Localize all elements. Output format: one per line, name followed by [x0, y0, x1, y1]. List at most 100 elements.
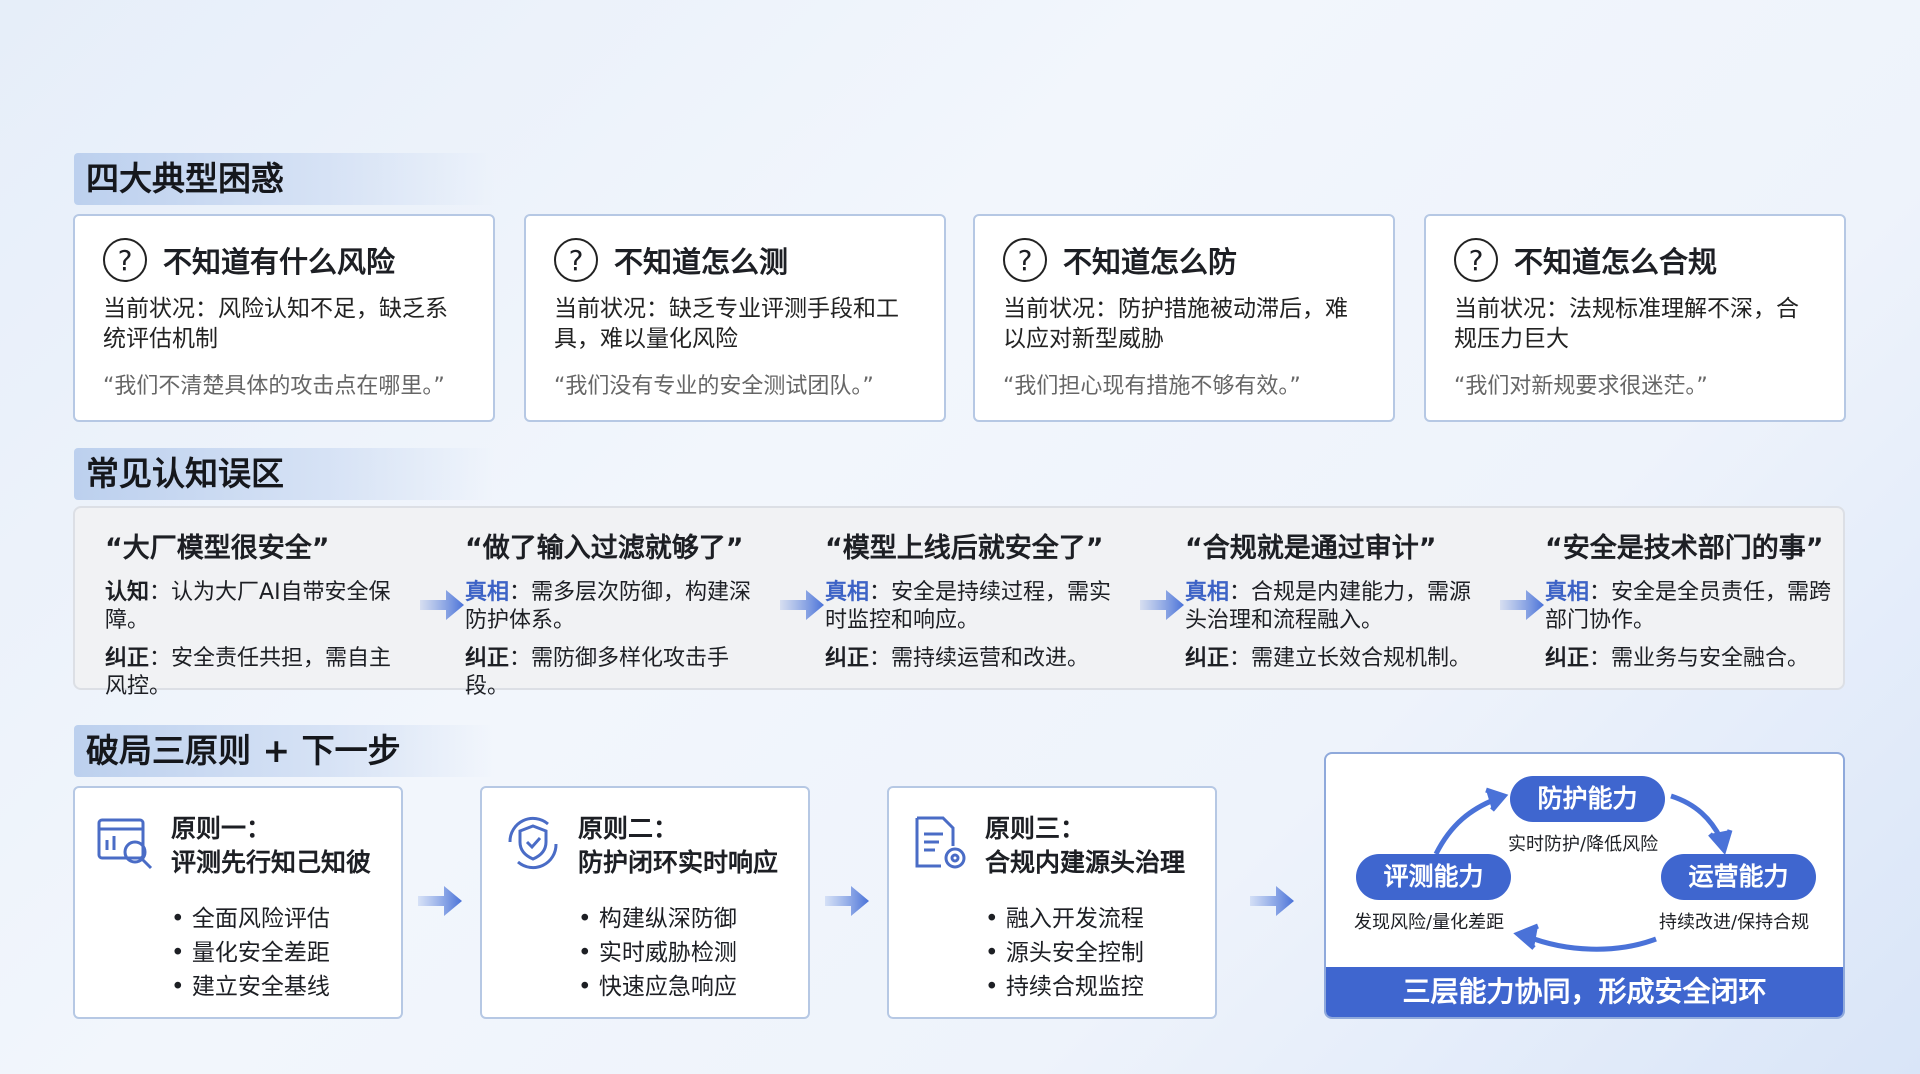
document-gear-icon — [915, 816, 966, 869]
principle-item: 持续合规监控 — [985, 970, 1195, 1004]
misconception-fact: 认知：认为大厂AI自带安全保障。 — [105, 579, 405, 635]
card-status: 当前状况：风险认知不足，缺乏系统评估机制 — [103, 296, 448, 352]
question-icon: ? — [554, 238, 598, 282]
confusion-card: ? 不知道怎么防 当前状况：防护措施被动滞后，难以应对新型威胁 “我们担心现有措施… — [973, 214, 1395, 422]
arrow-right-icon — [420, 590, 464, 620]
fact-text: ：认为大厂AI自带安全保障。 — [105, 580, 391, 633]
misconception-correction: 纠正：需建立长效合规机制。 — [1185, 645, 1485, 673]
loop-footer: 三层能力协同，形成安全闭环 — [1326, 967, 1843, 1017]
principle-card: 原则一： 评测先行知己知彼 全面风险评估量化安全差距建立安全基线 — [73, 786, 403, 1019]
misconception-title: “模型上线后就安全了” — [825, 533, 1104, 564]
card-title: 不知道有什么风险 — [163, 245, 396, 279]
misconception-title: “合规就是通过审计” — [1185, 533, 1437, 564]
pill-protection: 防护能力 — [1510, 776, 1665, 822]
section-title-principles: 破局三原则 + 下一步 — [74, 725, 494, 777]
principle-item: 实时威胁检测 — [578, 936, 788, 970]
question-icon: ? — [1454, 238, 1498, 282]
section-title-misconceptions: 常见认知误区 — [74, 448, 494, 500]
principle-item: 全面风险评估 — [171, 902, 381, 936]
misconceptions-panel: “大厂模型很安全” 认知：认为大厂AI自带安全保障。 纠正：安全责任共担，需自主… — [73, 506, 1845, 699]
misconception-correction: 纠正：需业务与安全融合。 — [1545, 645, 1845, 673]
arrow-right-icon — [825, 886, 869, 916]
arrow-right-icon — [780, 590, 824, 620]
card-title: 不知道怎么合规 — [1514, 245, 1718, 279]
confusion-card: ? 不知道有什么风险 当前状况：风险认知不足，缺乏系统评估机制 “我们不清楚具体的… — [73, 214, 495, 422]
misconception-item: “模型上线后就安全了” 真相：安全是持续过程，需实时监控和响应。 纠正：需持续运… — [825, 526, 1125, 683]
misconception-fact: 真相：需多层次防御，构建深防护体系。 — [465, 579, 765, 635]
card-title: 不知道怎么防 — [1063, 245, 1238, 279]
correction-label: 纠正 — [825, 646, 870, 671]
misconception-fact: 真相：合规是内建能力，需源头治理和流程融入。 — [1185, 579, 1485, 635]
principle-subtitle: 评测先行知己知彼 — [171, 848, 372, 877]
question-icon: ? — [1003, 238, 1047, 282]
principle-item: 构建纵深防御 — [578, 902, 788, 936]
fact-text: ：需多层次防御，构建深防护体系。 — [465, 580, 752, 633]
fact-label: 真相 — [1185, 580, 1230, 605]
misconception-item: “合规就是通过审计” 真相：合规是内建能力，需源头治理和流程融入。 纠正：需建立… — [1185, 526, 1485, 683]
misconception-item: “大厂模型很安全” 认知：认为大厂AI自带安全保障。 纠正：安全责任共担，需自主… — [105, 526, 405, 711]
protection-desc: 实时防护/降低风险 — [1508, 834, 1659, 855]
correction-label: 纠正 — [465, 646, 510, 671]
fact-text: ：安全是持续过程，需实时监控和响应。 — [825, 580, 1112, 633]
correction-text: ：需持续运营和改进。 — [869, 646, 1090, 671]
correction-text: ：需业务与安全融合。 — [1589, 646, 1810, 671]
card-status: 当前状况：缺乏专业评测手段和工具，难以量化风险 — [554, 296, 899, 352]
section-title-confusions: 四大典型困惑 — [74, 153, 494, 205]
misconception-fact: 真相：安全是持续过程，需实时监控和响应。 — [825, 579, 1125, 635]
shield-cycle-icon — [508, 816, 558, 870]
card-title: 不知道怎么测 — [614, 245, 789, 279]
capability-loop: 防护能力 实时防护/降低风险 评测能力 发现风险/量化差距 运营能力 持续改进/… — [1324, 752, 1845, 1019]
operations-desc: 持续改进/保持合规 — [1659, 912, 1810, 933]
principle-card: 原则三：合规内建源头治理 融入开发流程源头安全控制持续合规监控 — [887, 786, 1217, 1019]
card-quote: “我们不清楚具体的攻击点在哪里。” — [103, 374, 445, 399]
arrow-right-icon — [1140, 590, 1184, 620]
principle-item: 融入开发流程 — [985, 902, 1195, 936]
correction-label: 纠正 — [105, 646, 150, 671]
assessment-desc: 发现风险/量化差距 — [1354, 912, 1505, 933]
principle-card: 原则二： 防护闭环实时响应 构建纵深防御实时威胁检测快速应急响应 — [480, 786, 810, 1019]
correction-text: ：需建立长效合规机制。 — [1229, 646, 1472, 671]
correction-text: ：需防御多样化攻击手段。 — [465, 646, 730, 699]
principle-title: 原则二： — [578, 814, 679, 843]
misconception-correction: 纠正：需防御多样化攻击手段。 — [465, 645, 765, 701]
pill-assessment: 评测能力 — [1356, 854, 1511, 900]
fact-label: 真相 — [825, 580, 870, 605]
fact-label: 真相 — [465, 580, 510, 605]
card-quote: “我们对新规要求很迷茫。” — [1454, 374, 1708, 399]
misconception-fact: 真相：安全是全员责任，需跨部门协作。 — [1545, 579, 1845, 635]
correction-text: ：安全责任共担，需自主风控。 — [105, 646, 392, 699]
confusion-card: ? 不知道怎么合规 当前状况：法规标准理解不深，合规压力巨大 “我们对新规要求很迷… — [1424, 214, 1846, 422]
correction-label: 纠正 — [1185, 646, 1230, 671]
principle-item: 建立安全基线 — [171, 970, 381, 1004]
misconception-title: “大厂模型很安全” — [105, 533, 330, 564]
fact-text: ：安全是全员责任，需跨部门协作。 — [1545, 580, 1832, 633]
arrow-right-icon — [1500, 590, 1544, 620]
misconception-item: “做了输入过滤就够了” 真相：需多层次防御，构建深防护体系。 纠正：需防御多样化… — [465, 526, 765, 711]
correction-label: 纠正 — [1545, 646, 1590, 671]
fact-label: 真相 — [1545, 580, 1590, 605]
assessment-icon — [97, 818, 153, 870]
principle-title: 原则一： — [171, 814, 272, 843]
card-status: 当前状况：防护措施被动滞后，难以应对新型威胁 — [1003, 296, 1348, 352]
card-quote: “我们没有专业的安全测试团队。” — [554, 374, 874, 399]
cycle-arrows-icon — [1433, 787, 1733, 952]
arrow-right-icon — [1250, 886, 1294, 916]
misconception-correction: 纠正：需持续运营和改进。 — [825, 645, 1125, 673]
principle-item: 源头安全控制 — [985, 936, 1195, 970]
arrow-right-icon — [418, 886, 462, 916]
card-status: 当前状况：法规标准理解不深，合规压力巨大 — [1454, 296, 1799, 352]
misconception-title: “做了输入过滤就够了” — [465, 533, 744, 564]
misconception-title: “安全是技术部门的事” — [1545, 533, 1824, 564]
fact-label: 认知 — [105, 580, 150, 605]
confusion-card: ? 不知道怎么测 当前状况：缺乏专业评测手段和工具，难以量化风险 “我们没有专业的… — [524, 214, 946, 422]
question-icon: ? — [103, 238, 147, 282]
principle-subtitle: 合规内建源头治理 — [985, 848, 1186, 877]
principle-item: 快速应急响应 — [578, 970, 788, 1004]
misconception-item: “安全是技术部门的事” 真相：安全是全员责任，需跨部门协作。 纠正：需业务与安全… — [1545, 526, 1845, 683]
card-quote: “我们担心现有措施不够有效。” — [1003, 374, 1301, 399]
fact-text: ：合规是内建能力，需源头治理和流程融入。 — [1185, 580, 1472, 633]
pill-operations: 运营能力 — [1661, 854, 1816, 900]
principle-item: 量化安全差距 — [171, 936, 381, 970]
misconception-correction: 纠正：安全责任共担，需自主风控。 — [105, 645, 405, 701]
principle-subtitle: 防护闭环实时响应 — [578, 848, 779, 877]
